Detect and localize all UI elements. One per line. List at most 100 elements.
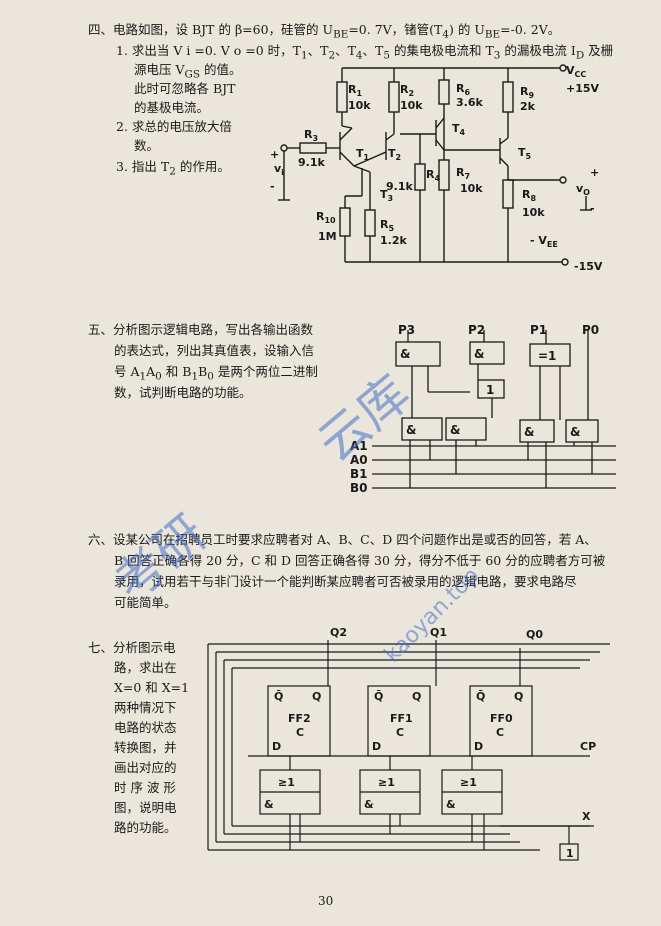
- q4-item2-line1: 2. 求总的电压放大倍: [116, 119, 232, 134]
- output-q2: Q2: [330, 626, 347, 639]
- q6-line2: B 回答正确各得 20 分，C 和 D 回答正确各得 30 分，得分不低于 60…: [114, 553, 606, 568]
- svg-text:D: D: [272, 740, 281, 753]
- svg-text:1: 1: [566, 847, 574, 860]
- svg-text:=1: =1: [538, 349, 556, 363]
- input-a1: A1: [350, 439, 368, 453]
- svg-text:&: &: [264, 798, 274, 811]
- cp-label: CP: [580, 740, 596, 753]
- svg-text:R7: R7: [456, 166, 470, 181]
- svg-text:≥1: ≥1: [460, 776, 477, 789]
- vcc-value: +15V: [566, 82, 600, 95]
- q7-line-2: 路，求出在: [114, 660, 177, 675]
- output-p0: P0: [582, 323, 599, 337]
- svg-text:R9: R9: [520, 85, 534, 100]
- output-q0: Q0: [526, 628, 543, 641]
- svg-text:1: 1: [486, 383, 494, 397]
- x-label: X: [582, 810, 591, 823]
- r9-value: 2k: [520, 100, 536, 113]
- output-p3: P3: [398, 323, 415, 337]
- q7-line-8: 时 序 波 形: [114, 780, 176, 795]
- r6-value: 3.6k: [456, 96, 483, 109]
- q5-line3: 号 A1A0 和 B1B0 是两个两位二进制: [114, 364, 318, 383]
- svg-text:D: D: [474, 740, 483, 753]
- svg-text:vi: vi: [274, 162, 284, 177]
- q4-title: 四、电路如图，设 BJT 的 β=60，硅管的 UBE=0. 7V，锗管(T4)…: [88, 22, 561, 41]
- q4-item3: 3. 指出 T2 的作用。: [116, 159, 230, 178]
- q6-line3: 录用，试用若干与非门设计一个能判断某应聘者可否被录用的逻辑电路，要求电路尽: [114, 574, 577, 589]
- q6-line4: 可能简单。: [114, 595, 177, 610]
- svg-text:Q: Q: [312, 690, 321, 703]
- svg-text:R1: R1: [348, 83, 362, 98]
- svg-text:C: C: [496, 726, 504, 739]
- svg-text:Q̄: Q̄: [374, 690, 383, 703]
- svg-text:C: C: [296, 726, 304, 739]
- r1-label: R: [348, 83, 357, 96]
- svg-text:&: &: [400, 347, 410, 361]
- svg-text:&: &: [524, 425, 534, 439]
- svg-text:≥1: ≥1: [378, 776, 395, 789]
- r5-value: 1.2k: [380, 234, 407, 247]
- svg-text:T5: T5: [518, 146, 532, 161]
- r3-value: 9.1k: [298, 156, 325, 169]
- svg-text:&: &: [446, 798, 456, 811]
- svg-text:+: +: [270, 148, 279, 161]
- svg-text:- VEE: - VEE: [530, 234, 558, 249]
- input-a0: A0: [350, 453, 368, 467]
- q7-line-9: 图，说明电: [114, 800, 177, 815]
- svg-text:T2: T2: [388, 147, 401, 162]
- q4-item1: 1. 求出当 V i =0. V o =0 时，T1、T2、T4、T5 的集电极…: [116, 43, 614, 62]
- svg-text:Q̄: Q̄: [274, 690, 283, 703]
- input-b0: B0: [350, 481, 368, 495]
- q4-item1-line3: 此时可忽略各 BJT: [134, 81, 236, 96]
- q4-item1-line2: 源电压 VGS 的值。: [134, 62, 242, 81]
- ff1-label: FF1: [390, 712, 413, 725]
- svg-text:&: &: [450, 423, 460, 437]
- svg-text:Q: Q: [514, 690, 523, 703]
- svg-text:≥1: ≥1: [278, 776, 295, 789]
- svg-text:VCC: VCC: [566, 64, 586, 79]
- r2-value: 10k: [400, 99, 423, 112]
- output-q1: Q1: [430, 626, 447, 639]
- svg-text:-: -: [270, 180, 275, 193]
- svg-text:Q: Q: [412, 690, 421, 703]
- svg-text:R8: R8: [522, 188, 536, 203]
- svg-text:R5: R5: [380, 218, 394, 233]
- svg-text:+: +: [590, 166, 599, 179]
- svg-text:vO: vO: [576, 182, 590, 197]
- ff0-label: FF0: [490, 712, 513, 725]
- q7-line-5: 电路的状态: [114, 720, 177, 735]
- q4-item1-line4: 的基极电流。: [134, 100, 210, 115]
- r10-value: 1M: [318, 230, 337, 243]
- r7-value: 10k: [460, 182, 483, 195]
- svg-text:R2: R2: [400, 83, 414, 98]
- q6-line1: 六、设某公司在招聘员工时要求应聘者对 A、B、C、D 四个问题作出是或否的回答，…: [88, 532, 597, 547]
- q7-line-10: 路的功能。: [114, 820, 177, 835]
- svg-text:C: C: [396, 726, 404, 739]
- page-number: 30: [318, 894, 334, 908]
- svg-text:T1: T1: [356, 147, 370, 162]
- r8-value: 10k: [522, 206, 545, 219]
- q5-line1: 五、分析图示逻辑电路，写出各输出函数: [88, 322, 314, 337]
- ff2-label: FF2: [288, 712, 311, 725]
- q5-line2: 的表达式，列出其真值表，设输入信: [114, 343, 315, 358]
- svg-text:R10: R10: [316, 210, 336, 225]
- svg-text:&: &: [364, 798, 374, 811]
- svg-text:D: D: [372, 740, 381, 753]
- q7-line-6: 转换图，并: [114, 740, 177, 755]
- svg-text:&: &: [570, 425, 580, 439]
- r1-value: 10k: [348, 99, 371, 112]
- svg-text:-: -: [590, 202, 595, 215]
- q5-line4: 数，试判断电路的功能。: [114, 385, 252, 400]
- output-p1: P1: [530, 323, 547, 337]
- svg-text:&: &: [474, 347, 484, 361]
- output-p2: P2: [468, 323, 485, 337]
- q4-item2-line2: 数。: [134, 138, 160, 153]
- q7-line-7: 画出对应的: [114, 760, 177, 775]
- svg-text:T3: T3: [380, 188, 393, 203]
- input-b1: B1: [350, 467, 368, 481]
- svg-text:Q̄: Q̄: [476, 690, 485, 703]
